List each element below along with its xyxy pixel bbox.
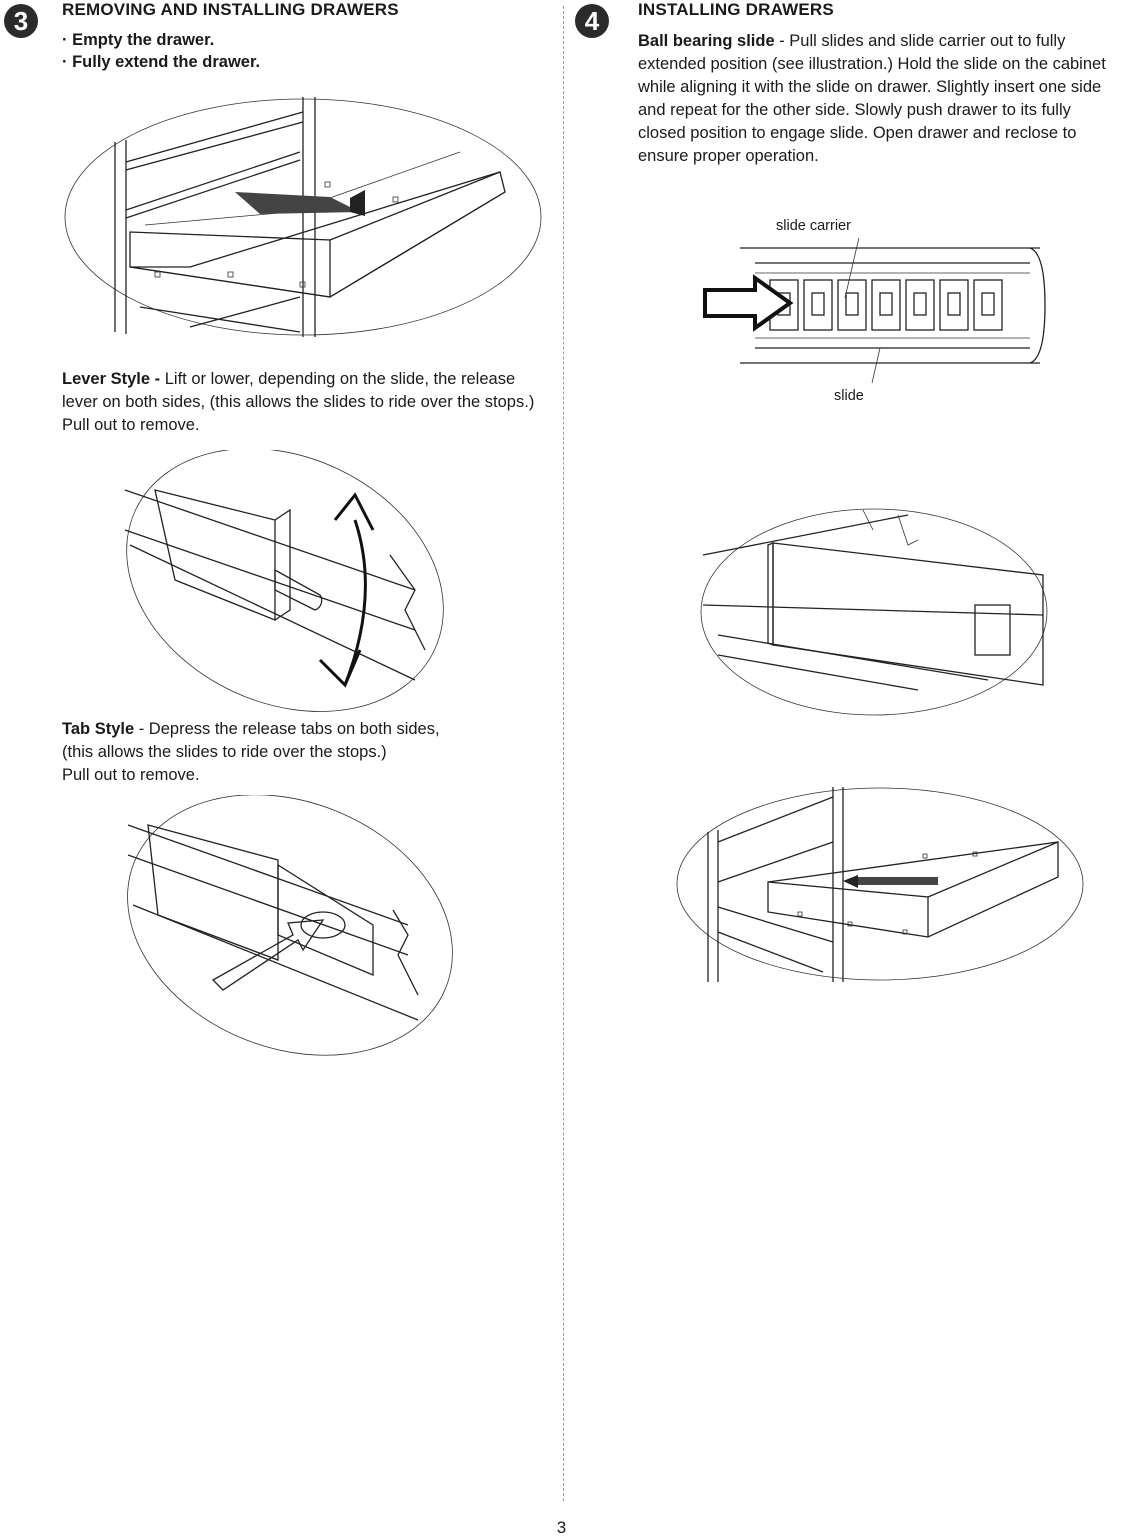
tab-style-text: - Depress the release tabs on both sides… (134, 720, 440, 738)
step-4-title: INSTALLING DRAWERS (638, 0, 834, 19)
step-4-badge: 4 (575, 4, 609, 38)
ball-bearing-paragraph: Ball bearing slide - Pull slides and sli… (638, 30, 1120, 168)
lever-style-illustration (124, 450, 444, 712)
lever-style-text: Lift or lower, depending on the slide, t… (62, 370, 535, 434)
tab-style-paragraph: Tab Style - Depress the release tabs on … (62, 718, 542, 787)
slide-carrier-illustration (703, 238, 1046, 384)
slide-callout: slide (834, 388, 864, 404)
drawer-installed-illustration (676, 787, 1084, 982)
tab-style-illustration (127, 795, 453, 1056)
bullet-empty-drawer: · Empty the drawer. (62, 31, 215, 49)
lever-style-label: Lever Style - (62, 370, 161, 388)
slide-carrier-callout: slide carrier (776, 218, 851, 234)
page-number: 3 (556, 1518, 567, 1537)
lever-style-paragraph: Lever Style - Lift or lower, depending o… (62, 368, 542, 437)
step-3-badge: 3 (4, 4, 38, 38)
tab-style-text-2: (this allows the slides to ride over the… (62, 743, 387, 761)
drawer-extended-illustration (64, 97, 542, 337)
ball-bearing-label: Ball bearing slide (638, 32, 775, 50)
bullet-extend-drawer: · Fully extend the drawer. (62, 53, 261, 71)
carrier-cells (769, 279, 1003, 331)
ball-bearing-text: - Pull slides and slide carrier out to f… (638, 32, 1106, 165)
tab-style-label: Tab Style (62, 720, 135, 738)
tab-style-text-3: Pull out to remove. (62, 766, 200, 784)
slide-alignment-illustration (700, 508, 1048, 716)
step-3-title: REMOVING AND INSTALLING DRAWERS (62, 0, 399, 19)
column-divider (563, 6, 564, 1501)
